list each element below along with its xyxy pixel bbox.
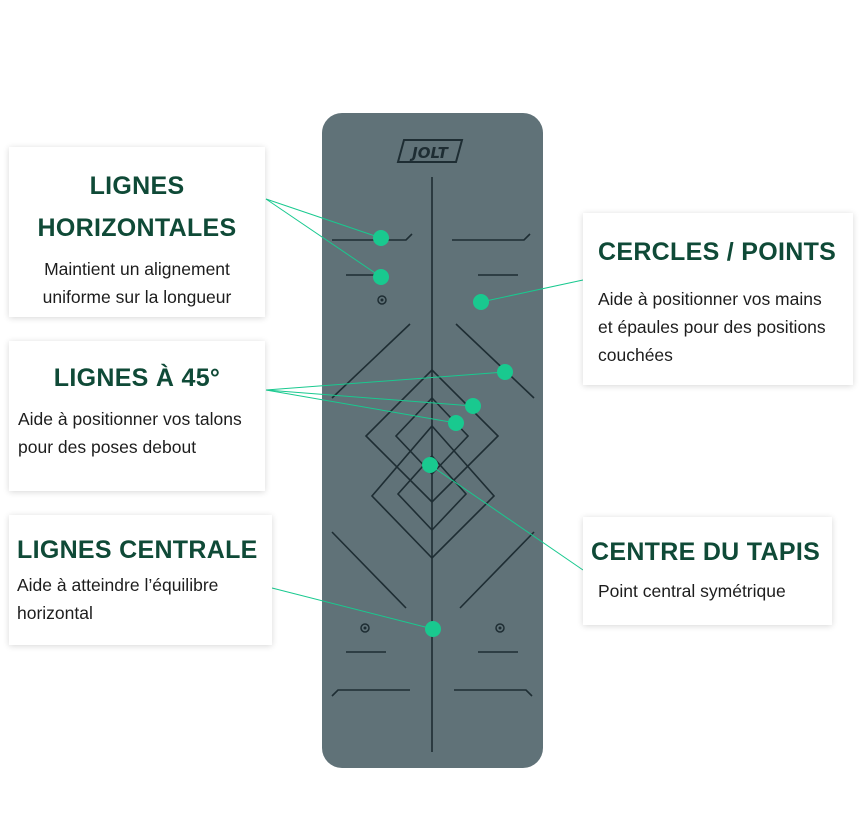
mat-circle-top [377,295,387,305]
callout-circles-points: CERCLES / POINTS Aide à positionner vos … [583,213,853,385]
mat-circles [360,295,505,633]
callout-title: LIGNES À 45° [53,364,221,392]
callout-mat-center: CENTRE DU TAPIS Point central symétrique [583,517,832,625]
jolt-logo-text: JOLT [409,144,449,162]
jolt-logo: JOLT [396,139,464,163]
diagonal-line-left [331,323,411,399]
mat-circle-bottom-left [360,623,370,633]
callout-title: CERCLES / POINTS [598,238,837,266]
dot-diagonal-3 [448,415,464,431]
horizontal-line-bottom-left [331,689,410,697]
diagonal-line-bottom-right [459,531,535,609]
mat-circle-bottom-right [495,623,505,633]
dot-central-line [425,621,441,637]
horizontal-line-bottom-right [454,689,533,697]
callout-description: Point central symétrique [598,581,786,601]
callout-diagonal-lines: LIGNES À 45° Aide à positionner vos talo… [9,341,265,491]
callout-title: CENTRE DU TAPIS [591,538,821,566]
callout-central-line: LIGNES CENTRALE Aide à atteindre l’équil… [9,515,272,645]
dot-horizontal-2 [373,269,389,285]
dot-horizontal-1 [373,230,389,246]
dot-diagonal-1 [497,364,513,380]
diamond-large [364,368,500,504]
dot-diagonal-2 [465,398,481,414]
callout-title: LIGNES CENTRALE [17,536,258,564]
horizontal-line-top-left [332,233,413,241]
accent-dots [373,230,513,637]
dot-circles [473,294,489,310]
dot-center [422,457,438,473]
diamond-lower-large [370,424,496,560]
connector-lines [265,198,584,630]
horizontal-line-top-right [452,233,531,241]
diagonal-line-bottom-left [331,531,407,609]
diagonal-line-right [455,323,535,399]
